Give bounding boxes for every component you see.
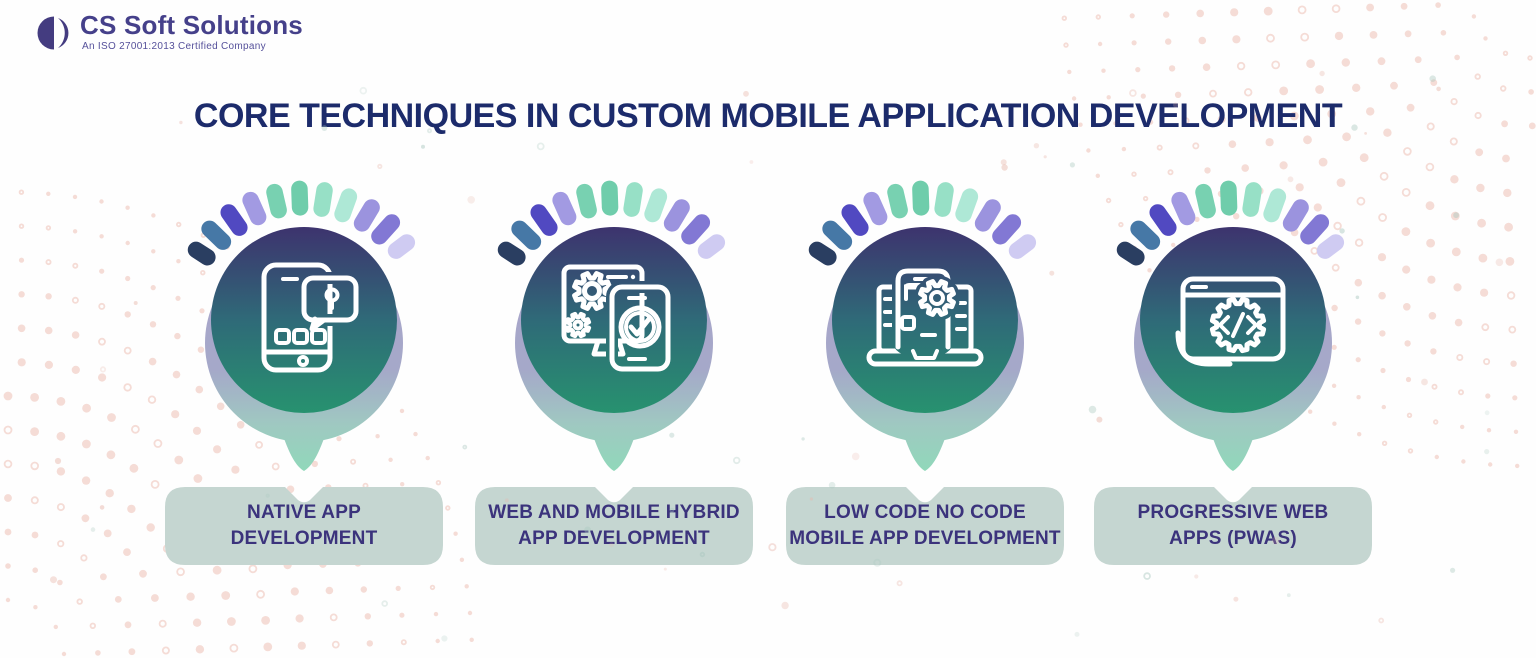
fan-dash xyxy=(955,188,979,223)
logo: CS Soft Solutions An ISO 27001:2013 Cert… xyxy=(28,10,303,54)
card-web-mobile-hybrid-development: WEB AND MOBILE HYBRID APP DEVELOPMENT xyxy=(474,175,754,575)
fan-dash xyxy=(1220,180,1238,216)
fan-dash xyxy=(822,220,853,250)
fan-dash xyxy=(808,241,837,266)
card-low-code-no-code-development: LOW CODE NO CODE MOBILE APP DEVELOPMENT xyxy=(785,175,1065,575)
card-label-text: WEB AND MOBILE HYBRID APP DEVELOPMENT xyxy=(475,487,753,565)
fan-dash xyxy=(220,204,248,236)
desktop-gears-phone-check-icon xyxy=(561,264,674,375)
fan-dash xyxy=(974,199,1001,232)
browser-code-badge-icon xyxy=(1175,276,1286,367)
card-label-line1: NATIVE APP xyxy=(247,502,361,523)
label-box-shape xyxy=(475,487,753,565)
fan-dash xyxy=(353,199,380,232)
pin-tail xyxy=(901,426,949,471)
fan-dash xyxy=(887,183,908,219)
pin-tail xyxy=(1209,426,1257,471)
card-artwork xyxy=(187,180,416,471)
gradient-circle xyxy=(1140,227,1326,413)
fan-dash xyxy=(1263,188,1287,223)
card-label-line2: MOBILE APP DEVELOPMENT xyxy=(789,528,1061,549)
fan-dash xyxy=(1149,204,1177,236)
card-label: NATIVE APP DEVELOPMENT xyxy=(165,487,443,565)
fan-dash xyxy=(313,182,333,217)
fan-dash xyxy=(201,220,232,250)
label-box-shape xyxy=(786,487,1064,565)
fan-dash xyxy=(242,191,267,226)
fan-dash xyxy=(371,214,401,245)
card-label-line1: LOW CODE NO CODE xyxy=(824,502,1026,523)
fan-dash xyxy=(681,214,711,245)
fan-dash xyxy=(934,182,954,217)
dash-fan xyxy=(187,180,416,266)
logo-text: CS Soft Solutions An ISO 27001:2013 Cert… xyxy=(80,10,303,52)
card-label-text: PROGRESSIVE WEB APPS (PWAS) xyxy=(1094,487,1372,565)
fan-dash xyxy=(266,183,287,219)
card-artwork xyxy=(1116,180,1345,471)
card-artwork xyxy=(497,180,726,471)
gradient-circle xyxy=(832,227,1018,413)
fan-dash xyxy=(1242,182,1262,217)
fan-dash xyxy=(644,188,668,223)
fan-dash xyxy=(530,204,558,236)
fan-dash xyxy=(1195,183,1216,219)
fan-dash xyxy=(1300,214,1330,245)
fan-dash xyxy=(1116,241,1145,266)
card-native-app-development: NATIVE APP DEVELOPMENT xyxy=(164,175,444,575)
fan-dash xyxy=(992,214,1022,245)
label-box xyxy=(786,487,1064,565)
fan-dash xyxy=(912,180,930,216)
card-label-line2: DEVELOPMENT xyxy=(230,528,378,549)
fan-dash xyxy=(387,234,416,259)
fan-dash xyxy=(334,188,358,223)
card-artwork xyxy=(808,180,1037,471)
fan-dash xyxy=(187,241,216,266)
logo-crescent-shape xyxy=(58,18,69,48)
fan-dash xyxy=(697,234,726,259)
laptop-phone-gear-icon xyxy=(866,265,984,367)
cs-soft-solutions-logo-icon xyxy=(37,16,69,50)
page-title: CORE TECHNIQUES IN CUSTOM MOBILE APPLICA… xyxy=(193,97,1343,135)
card-progressive-web-apps: PROGRESSIVE WEB APPS (PWAS) xyxy=(1093,175,1373,575)
pin-tail xyxy=(280,426,328,471)
fan-dash xyxy=(1171,191,1196,226)
card-label-text: LOW CODE NO CODE MOBILE APP DEVELOPMENT xyxy=(786,487,1064,565)
fan-dash xyxy=(663,199,690,232)
logo-circle-shape xyxy=(37,16,54,50)
dash-fan xyxy=(1116,180,1345,266)
fan-dash xyxy=(623,182,643,217)
fan-dash xyxy=(497,241,526,266)
fan-dash xyxy=(1282,199,1309,232)
label-box xyxy=(165,487,443,565)
fan-dash xyxy=(291,180,309,216)
fan-dash xyxy=(511,220,542,250)
fan-dash xyxy=(841,204,869,236)
pin-tail xyxy=(590,426,638,471)
smartphone-chat-location-icon xyxy=(261,262,362,373)
fan-dash xyxy=(576,183,597,219)
card-label: PROGRESSIVE WEB APPS (PWAS) xyxy=(1094,487,1372,565)
card-label-line1: WEB AND MOBILE HYBRID xyxy=(488,502,740,523)
label-box-shape xyxy=(165,487,443,565)
label-box-shape xyxy=(1094,487,1372,565)
card-label: WEB AND MOBILE HYBRID APP DEVELOPMENT xyxy=(475,487,753,565)
fan-dash xyxy=(1008,234,1037,259)
dash-fan xyxy=(497,180,726,266)
dash-fan xyxy=(808,180,1037,266)
fan-dash xyxy=(1316,234,1345,259)
label-box xyxy=(1094,487,1372,565)
card-label-line2: APPS (PWAS) xyxy=(1169,528,1297,549)
label-box xyxy=(475,487,753,565)
card-label-line1: PROGRESSIVE WEB xyxy=(1137,502,1329,523)
fan-dash xyxy=(1130,220,1161,250)
logo-tagline: An ISO 27001:2013 Certified Company xyxy=(82,41,266,52)
card-label-text: NATIVE APP DEVELOPMENT xyxy=(165,487,443,565)
card-label: LOW CODE NO CODE MOBILE APP DEVELOPMENT xyxy=(786,487,1064,565)
fan-dash xyxy=(863,191,888,226)
fan-dash xyxy=(552,191,577,226)
card-label-line2: APP DEVELOPMENT xyxy=(518,528,710,549)
logo-company-name: CS Soft Solutions xyxy=(80,10,303,40)
fan-dash xyxy=(601,180,619,216)
